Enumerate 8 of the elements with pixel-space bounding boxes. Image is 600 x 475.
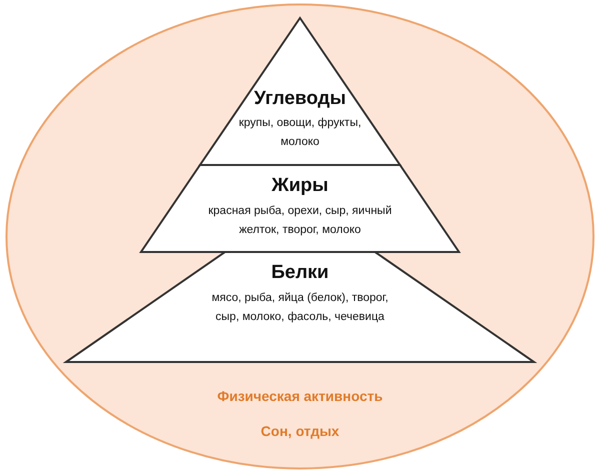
- food-list: мясо, рыба, яйца (белок), творог, сыр, молоко, фасоль, чечевица: [210, 289, 390, 327]
- tier-heading: Углеводы: [253, 88, 347, 110]
- note-text: Физическая активность: [216, 388, 384, 404]
- food-list: красная рыба, орехи, сыр, яичный желток, творог, молоко: [190, 202, 410, 240]
- tier-heading: Белки: [270, 262, 330, 284]
- tier-heading: Жиры: [270, 175, 330, 197]
- note-text: Сон, отдых: [260, 423, 340, 439]
- food-list: крупы, овощи, фрукты, молоко: [235, 114, 365, 152]
